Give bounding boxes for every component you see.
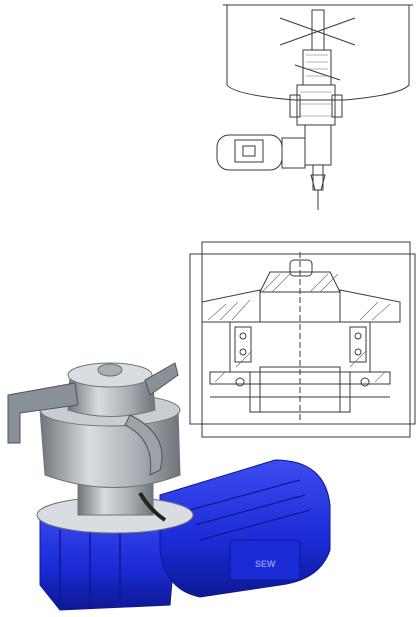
vessel-mixer-drawing xyxy=(195,0,418,215)
motor-badge: SEW xyxy=(255,559,276,569)
blade-right xyxy=(339,289,401,323)
cross-section-drawing xyxy=(180,232,418,442)
gear-block xyxy=(304,124,332,166)
hub-outline xyxy=(259,271,341,293)
cable xyxy=(138,491,167,522)
right-arm xyxy=(144,362,179,396)
rendered-assembly: SEW xyxy=(0,335,350,617)
terminal-box xyxy=(229,539,301,581)
left-arm xyxy=(7,382,79,444)
seal-housing xyxy=(296,84,336,126)
electric-motor: SEW xyxy=(159,459,331,598)
vessel-outline xyxy=(226,5,410,101)
front-bracket xyxy=(124,414,163,476)
center-nut xyxy=(97,363,123,377)
vessel-mixer-svg xyxy=(216,4,413,210)
dimension-frame xyxy=(201,241,411,438)
cross-section-svg xyxy=(189,241,416,438)
assembly-svg: SEW xyxy=(7,362,331,611)
